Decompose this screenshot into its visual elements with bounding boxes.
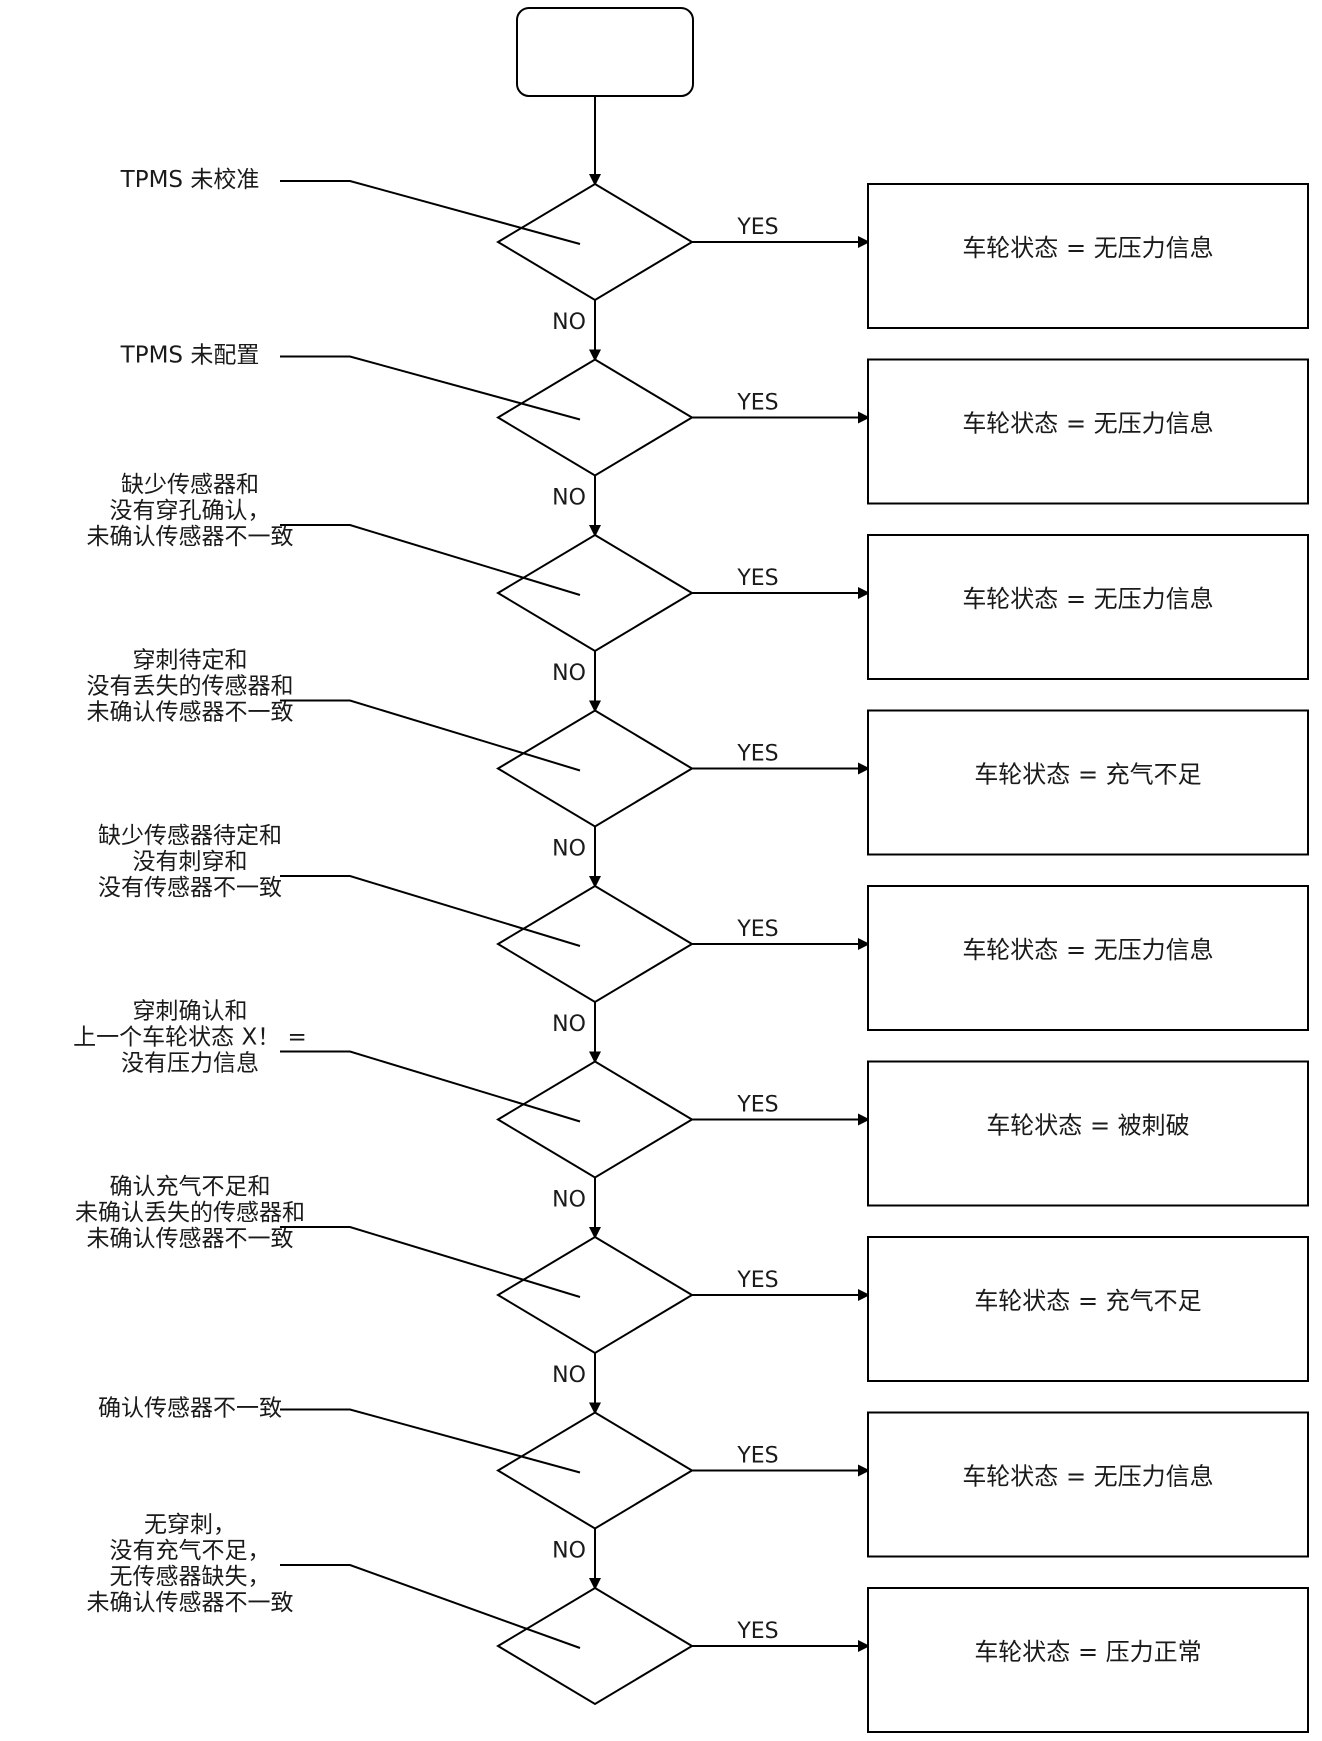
decision-step-1: TPMS 未校准 YES 车轮状态 = 无压力信息 NO bbox=[120, 167, 1309, 362]
decision-step-2: TPMS 未配置 YES 车轮状态 = 无压力信息 NO bbox=[120, 343, 1309, 537]
yes-label: YES bbox=[736, 1619, 778, 1644]
result-box bbox=[867, 358, 1309, 505]
condition-leader-line bbox=[280, 1226, 581, 1298]
condition-leader-line bbox=[280, 524, 581, 596]
condition-label: 没有充气不足， bbox=[110, 1538, 271, 1564]
condition-label: 未确认传感器不一致 bbox=[87, 524, 294, 550]
result-box bbox=[867, 534, 1309, 680]
no-label: NO bbox=[552, 1012, 586, 1037]
condition-label: 未确认传感器不一致 bbox=[87, 1590, 294, 1616]
yes-label: YES bbox=[736, 1444, 778, 1469]
no-label: NO bbox=[552, 486, 586, 511]
result-box bbox=[867, 709, 1309, 856]
condition-label: TPMS 未配置 bbox=[120, 343, 260, 369]
result-box bbox=[867, 1060, 1309, 1207]
decision-step-8: 确认传感器不一致 YES 车轮状态 = 无压力信息 NO bbox=[98, 1396, 1309, 1590]
result-label: 车轮状态 = 无压力信息 bbox=[962, 410, 1213, 438]
condition-label: 未确认传感器不一致 bbox=[87, 1226, 294, 1252]
yes-label: YES bbox=[736, 917, 778, 942]
result-box bbox=[867, 1411, 1309, 1558]
decision-diamond bbox=[496, 884, 694, 1004]
condition-label: TPMS 未校准 bbox=[120, 167, 260, 193]
yes-label: YES bbox=[736, 742, 778, 767]
condition-label: 没有传感器不一致 bbox=[98, 875, 282, 901]
result-label: 车轮状态 = 无压力信息 bbox=[962, 585, 1213, 613]
no-label: NO bbox=[552, 1188, 586, 1213]
result-label: 车轮状态 = 充气不足 bbox=[974, 1287, 1201, 1315]
condition-label: 无传感器缺失， bbox=[110, 1564, 271, 1590]
yes-label: YES bbox=[736, 1268, 778, 1293]
condition-label: 穿刺确认和 bbox=[133, 999, 248, 1025]
no-label: NO bbox=[552, 1539, 586, 1564]
yes-label: YES bbox=[736, 215, 778, 240]
result-label: 车轮状态 = 无压力信息 bbox=[962, 1463, 1213, 1491]
yes-label: YES bbox=[736, 566, 778, 591]
decision-step-9: 无穿刺，没有充气不足，无传感器缺失，未确认传感器不一致 YES 车轮状态 = 压力正… bbox=[87, 1512, 1309, 1733]
condition-label: 上一个车轮状态 X！ = bbox=[73, 1025, 307, 1051]
no-label: NO bbox=[552, 661, 586, 686]
decision-diamond bbox=[496, 1411, 694, 1530]
decision-diamond bbox=[496, 1586, 694, 1706]
start-box bbox=[516, 7, 694, 97]
yes-label: YES bbox=[736, 1093, 778, 1118]
condition-leader-line bbox=[280, 875, 581, 947]
decision-diamond bbox=[496, 709, 694, 828]
condition-leader-line bbox=[280, 1564, 581, 1649]
decision-diamond bbox=[496, 182, 694, 302]
condition-label: 没有压力信息 bbox=[121, 1051, 259, 1077]
condition-label: 确认充气不足和 bbox=[110, 1174, 271, 1200]
condition-label: 无穿刺， bbox=[144, 1512, 236, 1538]
result-box bbox=[867, 183, 1309, 329]
condition-label: 未确认丢失的传感器和 bbox=[75, 1200, 305, 1226]
condition-leader-line bbox=[280, 180, 581, 245]
result-label: 车轮状态 = 无压力信息 bbox=[962, 234, 1213, 262]
condition-label: 缺少传感器和 bbox=[121, 472, 259, 498]
condition-label: 没有丢失的传感器和 bbox=[87, 674, 294, 700]
condition-label: 确认传感器不一致 bbox=[98, 1396, 282, 1422]
no-label: NO bbox=[552, 310, 586, 335]
decision-diamond bbox=[496, 533, 694, 653]
result-label: 车轮状态 = 无压力信息 bbox=[962, 936, 1213, 964]
condition-leader-line bbox=[280, 699, 581, 772]
condition-leader-line bbox=[280, 355, 581, 421]
decision-diamond bbox=[496, 358, 694, 477]
decision-diamond bbox=[496, 1060, 694, 1179]
condition-label: 未确认传感器不一致 bbox=[87, 700, 294, 726]
result-box bbox=[867, 1587, 1309, 1733]
yes-label: YES bbox=[736, 391, 778, 416]
result-box bbox=[867, 1236, 1309, 1382]
no-label: NO bbox=[552, 1363, 586, 1388]
result-label: 车轮状态 = 压力正常 bbox=[974, 1638, 1201, 1666]
condition-label: 缺少传感器待定和 bbox=[98, 823, 282, 849]
result-box bbox=[867, 885, 1309, 1031]
condition-label: 没有穿孔确认， bbox=[110, 498, 271, 524]
condition-label: 穿刺待定和 bbox=[133, 648, 248, 674]
result-label: 车轮状态 = 充气不足 bbox=[974, 761, 1201, 789]
condition-label: 没有刺穿和 bbox=[133, 849, 248, 875]
condition-leader-line bbox=[280, 1408, 581, 1474]
result-label: 车轮状态 = 被刺破 bbox=[986, 1112, 1189, 1140]
condition-leader-line bbox=[280, 1050, 581, 1123]
no-label: NO bbox=[552, 837, 586, 862]
decision-diamond bbox=[496, 1235, 694, 1355]
